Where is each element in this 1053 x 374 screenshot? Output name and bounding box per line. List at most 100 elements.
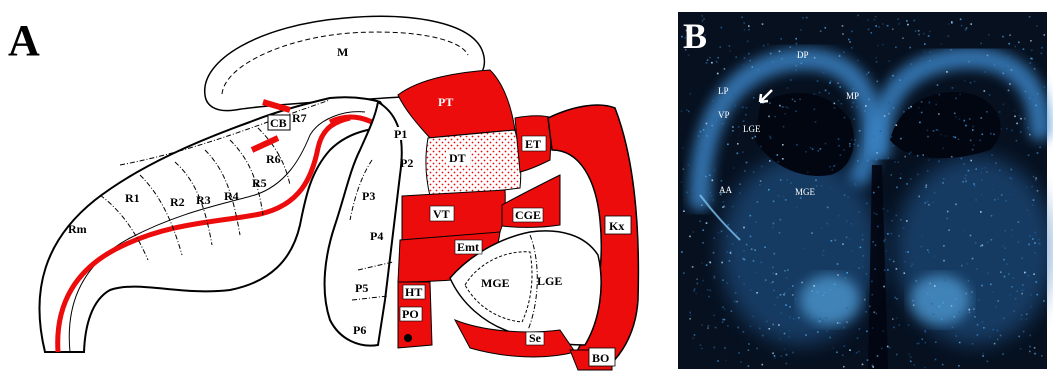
speckle (849, 145, 851, 147)
speckle (1003, 104, 1005, 106)
speckle (879, 95, 881, 97)
speckle (873, 192, 875, 194)
speckle (868, 72, 870, 74)
speckle (1043, 300, 1045, 302)
speckle (831, 240, 833, 242)
speckle (1008, 273, 1010, 275)
speckle (772, 353, 774, 355)
speckle (903, 111, 905, 113)
speckle (689, 312, 691, 314)
speckle (846, 272, 848, 274)
speckle (896, 268, 898, 270)
speckle (833, 347, 835, 349)
speckle (689, 236, 691, 238)
speckle (774, 355, 776, 357)
speckle (897, 18, 899, 20)
label-ht: HT (405, 285, 422, 299)
speckle (972, 303, 974, 305)
speckle (927, 201, 929, 203)
speckle (1026, 319, 1028, 321)
speckle (1029, 235, 1031, 237)
speckle (884, 269, 886, 271)
speckle (683, 272, 685, 274)
speckle (927, 293, 929, 295)
speckle (691, 191, 693, 193)
speckle (819, 321, 821, 323)
speckle (755, 221, 757, 223)
speckle (1023, 331, 1025, 333)
label-r4: R4 (224, 189, 239, 203)
speckle (783, 294, 785, 296)
speckle (824, 52, 826, 54)
speckle (813, 285, 815, 287)
label-vt: VT (433, 207, 450, 221)
speckle (1003, 318, 1005, 320)
label-lge-b: LGE (743, 124, 761, 134)
speckle (989, 336, 991, 338)
speckle (1026, 187, 1028, 189)
speckle (872, 366, 874, 368)
speckle (991, 239, 993, 241)
speckle (943, 302, 945, 304)
speckle (1033, 273, 1035, 275)
speckle (921, 57, 923, 59)
speckle (792, 294, 794, 296)
speckle (838, 215, 840, 217)
speckle (1014, 110, 1016, 112)
speckle (765, 279, 767, 281)
speckle (811, 232, 813, 234)
speckle (794, 101, 796, 103)
speckle (841, 103, 843, 105)
speckle (1023, 48, 1025, 50)
speckle (884, 115, 886, 117)
speckle (703, 229, 705, 231)
speckle (820, 30, 822, 32)
speckle (696, 278, 698, 280)
speckle (713, 315, 715, 317)
speckle (808, 315, 810, 317)
speckle (837, 274, 839, 276)
speckle (936, 129, 938, 131)
speckle (856, 106, 858, 108)
speckle (966, 293, 968, 295)
speckle (942, 364, 944, 366)
speckle (707, 289, 709, 291)
speckle (903, 228, 905, 230)
speckle (692, 266, 694, 268)
speckle (829, 337, 831, 339)
label-kx: Kx (609, 219, 624, 233)
speckle (790, 79, 792, 81)
speckle (1014, 116, 1016, 118)
speckle (940, 134, 942, 136)
speckle (1002, 353, 1004, 355)
speckle (925, 186, 927, 188)
speckle (914, 364, 916, 366)
speckle (937, 129, 939, 131)
speckle (832, 169, 834, 171)
speckle (688, 164, 690, 166)
speckle (688, 111, 690, 113)
speckle (752, 137, 754, 139)
speckle (1006, 128, 1008, 130)
speckle (723, 206, 725, 208)
label-p5: P5 (355, 281, 368, 295)
speckle (729, 50, 731, 52)
speckle (844, 345, 846, 347)
speckle (900, 173, 902, 175)
speckle (713, 252, 715, 254)
speckle (714, 169, 716, 171)
speckle (873, 136, 875, 138)
speckle (1035, 232, 1037, 234)
speckle (921, 235, 923, 237)
speckle (748, 25, 750, 27)
speckle (724, 309, 726, 311)
speckle (857, 60, 859, 62)
label-p4: P4 (370, 229, 383, 243)
speckle (885, 250, 887, 252)
speckle (1021, 257, 1023, 259)
speckle (1018, 336, 1020, 338)
speckle (713, 237, 715, 239)
speckle (700, 131, 702, 133)
speckle (962, 181, 964, 183)
speckle (906, 220, 908, 222)
